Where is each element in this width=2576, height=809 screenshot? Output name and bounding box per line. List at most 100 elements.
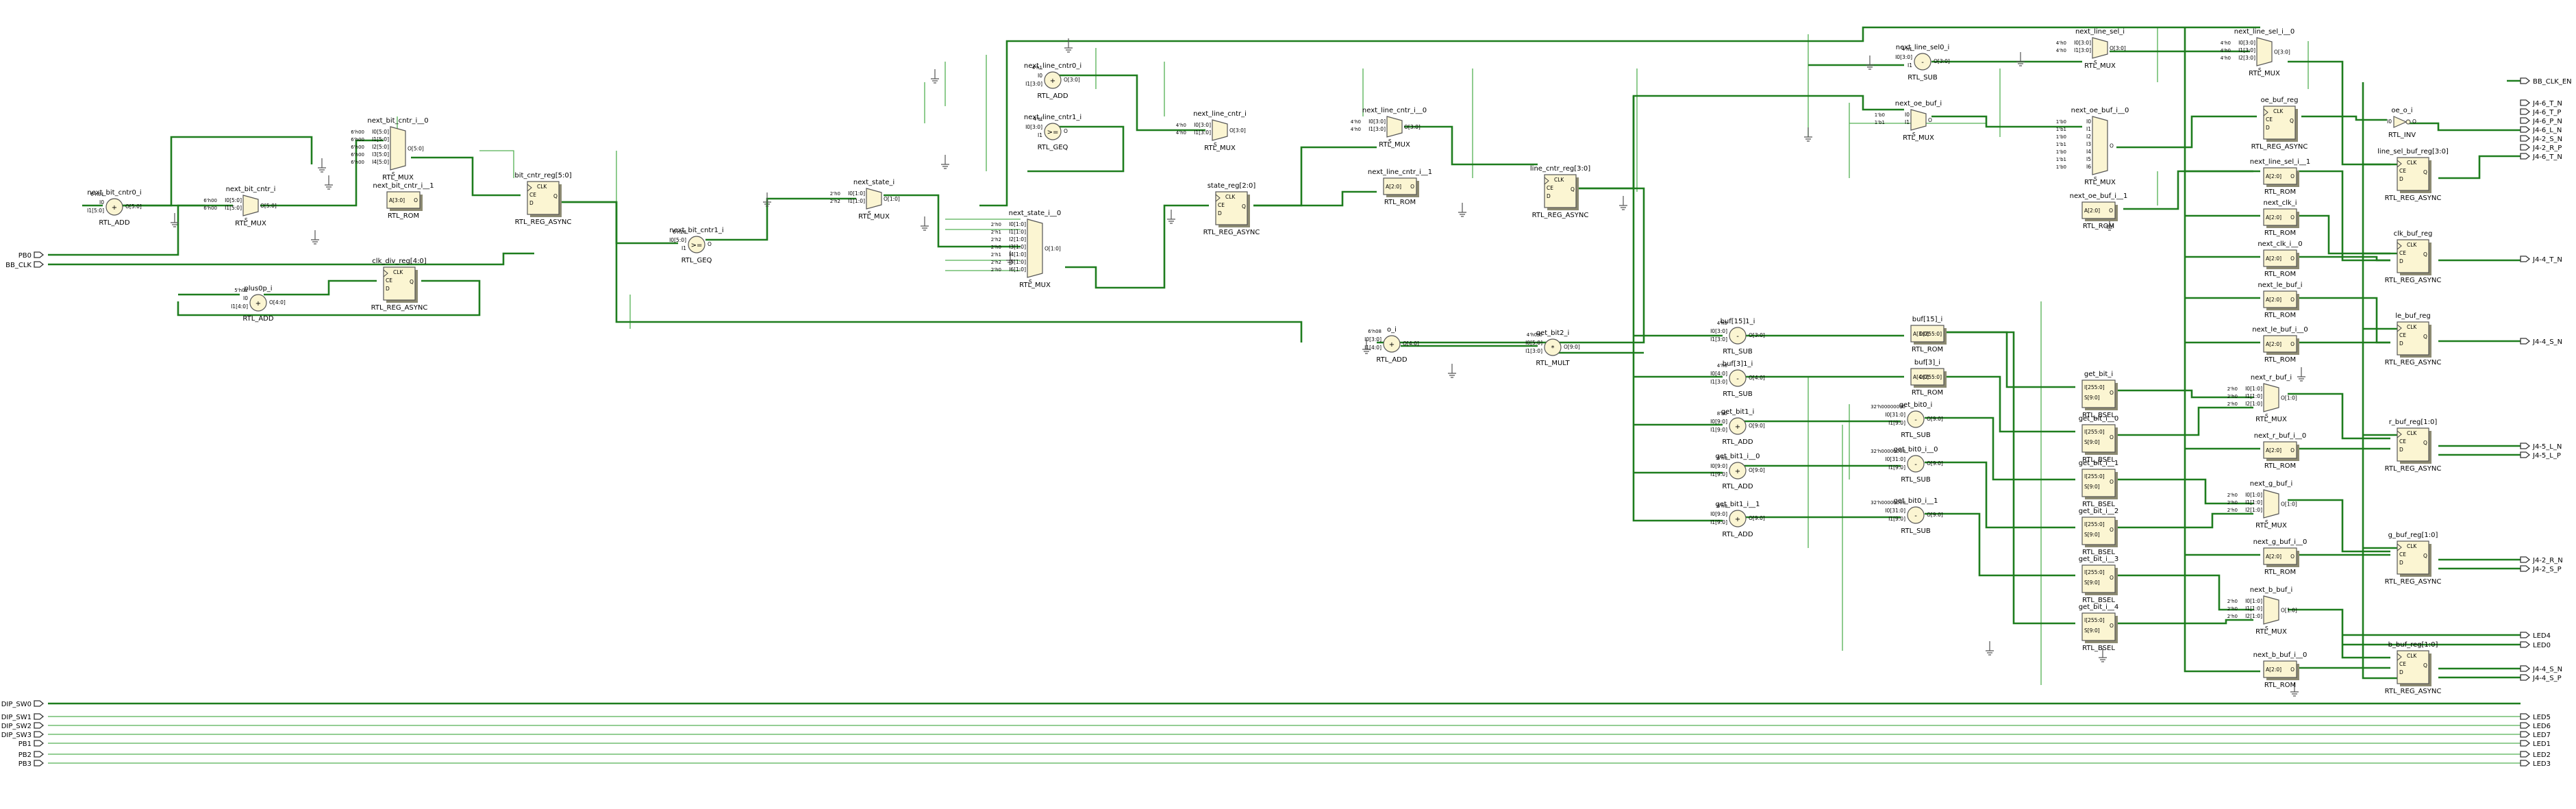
output-port-led2[interactable]: LED2 <box>2520 751 2551 759</box>
output-port-bb_clk_en[interactable]: BB_CLK_EN <box>2520 77 2572 86</box>
cell-next_line_sel_i_0[interactable]: I0[3:0]I1[3:0]I2[3:0]4'h04'h04'h0O[3:0]S… <box>2221 28 2295 77</box>
cell-next_b_buf_i[interactable]: I0[1:0]I1[1:0]I2[1:0]2'h02'h02'h0O[1:0]S… <box>2227 586 2297 636</box>
cell-get_bit0_i_0[interactable]: -I0[31:0]I1[9:0]32'h00000000O[9:0]get_bi… <box>1871 446 1943 484</box>
cell-get_bit1_i_1[interactable]: +I0[9:0]I1[9:0]8'h0O[9:0]get_bit1_i__1RT… <box>1710 501 1765 538</box>
output-port-j4-6_l_n[interactable]: J4-6_L_N <box>2520 126 2562 134</box>
const-label: 6'h00 <box>203 198 217 203</box>
input-port-dip_sw2[interactable]: DIP_SW2 <box>1 722 45 730</box>
cell-type: RTL_ADD <box>1037 92 1068 100</box>
output-port-j4-6_p_n[interactable]: J4-6_P_N <box>2520 117 2562 125</box>
output-port-j4-2_s_p[interactable]: J4-2_S_P <box>2520 565 2562 573</box>
cell-next_line_cntr0_i[interactable]: +I0I1[3:0]4'h1O[3:0]next_line_cntr0_iRTL… <box>1024 62 1081 100</box>
cell-next_g_buf_i[interactable]: I0[1:0]I1[1:0]I2[1:0]2'h02'h02'h0O[1:0]S… <box>2227 480 2297 530</box>
pin-label: CLK <box>393 269 403 275</box>
input-port-bb_clk[interactable]: BB_CLK <box>5 261 45 269</box>
cell-get_bit1_i[interactable]: +I0[9:0]I1[9:0]8'h0O[9:0]get_bit1_iRTL_A… <box>1710 408 1765 446</box>
output-port-led0[interactable]: LED0 <box>2520 641 2551 649</box>
const-label: 8'h0 <box>1717 411 1727 416</box>
cell-next_bit_cntr_i_0[interactable]: I0[5:0]I1[5:0]I2[5:0]I3[5:0]I4[5:0]6'h00… <box>351 117 428 182</box>
cell-line_sel_buf_reg[interactable]: CLKCEDQline_sel_buf_reg[3:0]RTL_REG_ASYN… <box>2377 148 2449 202</box>
cell-get_bit0_i_1[interactable]: -I0[31:0]I1[9:0]32'h00000000O[9:0]get_bi… <box>1871 497 1943 535</box>
input-port-dip_sw3[interactable]: DIP_SW3 <box>1 731 45 739</box>
cell-next_state_i_0[interactable]: I0[1:0]I1[1:0]I2[1:0]I3[1:0]I4[1:0]I5[1:… <box>991 210 1062 289</box>
output-port-led5[interactable]: LED5 <box>2520 713 2551 721</box>
input-port-pb1[interactable]: PB1 <box>18 740 45 748</box>
output-port-j4-6_t_n[interactable]: J4-6_T_N <box>2520 99 2562 108</box>
output-port-led7[interactable]: LED7 <box>2520 731 2551 739</box>
output-port-j4-6_t_p[interactable]: J4-6_T_P <box>2520 108 2561 116</box>
output-port-j4-4_s_n[interactable]: J4-4_S_N <box>2520 665 2562 673</box>
output-port-led3[interactable]: LED3 <box>2520 760 2551 768</box>
cell-get_bit2_i[interactable]: *I0[5:0]I1[3:0]4'h0*0O[9:0]get_bit2_iRTL… <box>1525 329 1580 367</box>
cell-next_bit_cntr0_i[interactable]: +I0I1[5:0]6'h01O[5:0]next_bit_cntr0_iRTL… <box>87 189 142 227</box>
output-port-led6[interactable]: LED6 <box>2520 722 2551 730</box>
input-port-pb0[interactable]: PB0 <box>18 251 45 260</box>
pin-label: O[9:0] <box>1927 512 1943 518</box>
cell-get_bit0_i[interactable]: -I0[31:0]I1[9:0]32'h00000000O[9:0]get_bi… <box>1871 401 1943 439</box>
output-port-j4-2_r_p[interactable]: J4-2_R_P <box>2520 144 2562 152</box>
output-port-j4-5_l_n[interactable]: J4-5_L_N <box>2520 443 2562 451</box>
cell-get_bit1_i_0[interactable]: +I0[9:0]I1[9:0]8'h0O[9:0]get_bit1_i__0RT… <box>1710 453 1765 490</box>
output-port-led1[interactable]: LED1 <box>2520 740 2551 748</box>
output-port-j4-6_t_n[interactable]: J4-6_T_N <box>2520 153 2562 161</box>
output-port-led4[interactable]: LED4 <box>2520 632 2551 640</box>
output-port-j4-4_s_p[interactable]: J4-4_S_P <box>2520 674 2562 682</box>
const-label: 1'b0 <box>2056 119 2066 125</box>
cell-next_r_buf_i[interactable]: I0[1:0]I1[1:0]I2[1:0]2'h02'h02'h0O[1:0]S… <box>2227 374 2297 423</box>
cell-next_oe_buf_i_0[interactable]: I0I1I2I3I4I5I61'b01'b11'b01'b11'b01'b11'… <box>2056 107 2129 186</box>
output-port-j4-2_r_n[interactable]: J4-2_R_N <box>2520 556 2563 564</box>
input-port-dip_sw0[interactable]: DIP_SW0 <box>1 700 45 708</box>
input-port-pb3[interactable]: PB3 <box>18 760 45 768</box>
output-port-j4-5_l_p[interactable]: J4-5_L_P <box>2520 451 2561 460</box>
cell-next_line_sel0_i[interactable]: -I0[3:0]I14'h1O[3:0]next_line_sel0_iRTL_… <box>1895 44 1950 82</box>
output-port-j4-2_s_n[interactable]: J4-2_S_N <box>2520 135 2562 143</box>
cell-buf31_i[interactable]: -I0[4:0]I1[3:0]4'h8O[4:0]buf[3]1_iRTL_SU… <box>1710 360 1765 398</box>
operator-symbol: >= <box>691 242 703 249</box>
output-port-j4-4_t_n[interactable]: J4-4_T_N <box>2520 256 2562 264</box>
cell-buf151_i[interactable]: -I0[3:0]I1[3:0]4'h8O[3:0]buf[15]1_iRTL_S… <box>1710 318 1765 356</box>
input-port-pb2[interactable]: PB2 <box>18 751 45 759</box>
output-port-j4-4_s_n[interactable]: J4-4_S_N <box>2520 338 2562 346</box>
input-port-dip_sw1[interactable]: DIP_SW1 <box>1 713 45 721</box>
